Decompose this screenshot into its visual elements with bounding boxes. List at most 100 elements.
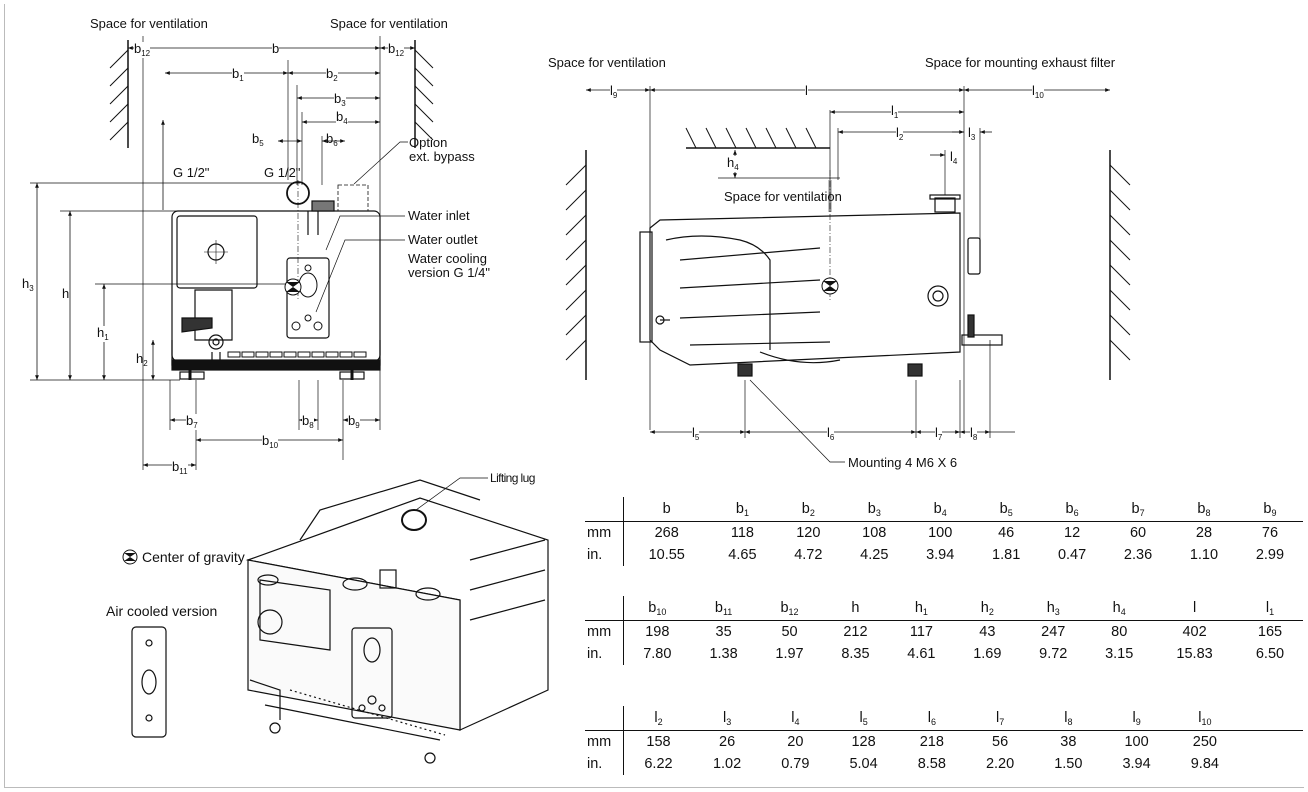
col-l: l — [1152, 596, 1237, 621]
dim-b12-right: b12 — [388, 41, 405, 58]
dim-l3: l3 — [968, 125, 976, 142]
dim-l4: l4 — [950, 149, 958, 166]
cell: 4.61 — [907, 646, 936, 662]
cell: 100 — [928, 525, 953, 541]
cell: 1.69 — [973, 646, 1002, 662]
row-label-mm: mm — [587, 525, 612, 541]
row-label-mm: mm — [587, 624, 612, 640]
row-label-mm: mm — [587, 734, 612, 750]
drawing-frame — [4, 4, 1304, 788]
col-l3: l3 — [692, 706, 762, 731]
dim-b1: b1 — [232, 66, 244, 83]
col-b9: b9 — [1236, 497, 1303, 522]
dim-h2: h2 — [136, 351, 148, 368]
cell: 10.55 — [623, 544, 710, 566]
front-pump-body — [171, 180, 381, 380]
water-outlet-label: Water outlet — [408, 232, 478, 247]
cell: 1.97 — [775, 646, 804, 662]
front-grille — [227, 351, 367, 358]
cell: 158 — [622, 730, 693, 753]
front-space-right-label: Space for ventilation — [330, 16, 448, 31]
dim-b7: b7 — [186, 413, 198, 430]
water-inlet-label: Water inlet — [408, 208, 470, 223]
air-cooled-label: Air cooled version — [106, 603, 218, 619]
dim-b11: b11 — [172, 459, 188, 476]
cell: 128 — [851, 734, 876, 750]
cell: 20 — [787, 734, 804, 750]
dim-b8: b8 — [302, 413, 314, 430]
side-space-left-label: Space for ventilation — [548, 55, 666, 70]
dimension-table-2: b10 b11 b12 h h1 h2 h3 h4 l l1 mm 198 35… — [585, 596, 1303, 665]
cell: 402 — [1182, 624, 1207, 640]
dim-b2: b2 — [326, 66, 338, 83]
cell: 76 — [1261, 525, 1279, 541]
col-l10: l10 — [1170, 706, 1239, 731]
table-row: in. 7.80 1.38 1.97 8.35 4.61 1.69 9.72 3… — [585, 643, 1303, 665]
cell: 2.36 — [1123, 547, 1153, 563]
cell: 1.81 — [992, 547, 1021, 563]
center-of-gravity-label: Center of gravity — [142, 549, 245, 565]
col-l4: l4 — [761, 706, 830, 731]
table-row: in. 6.22 1.02 0.79 5.04 8.58 2.20 1.50 3… — [585, 753, 1303, 775]
cell: 5.04 — [849, 756, 878, 772]
cell: 1.10 — [1189, 547, 1219, 563]
dim-b6: b6 — [326, 131, 338, 148]
cell: 4.25 — [860, 547, 889, 563]
dim-l6: l6 — [827, 425, 835, 442]
col-l5: l5 — [829, 706, 898, 731]
cell: 35 — [715, 624, 732, 640]
isometric-pump — [245, 479, 549, 764]
dim-h3: h3 — [22, 276, 34, 293]
cell: 100 — [1124, 734, 1149, 750]
col-l9: l9 — [1102, 706, 1171, 731]
col-l7: l7 — [965, 706, 1035, 731]
cell: 268 — [623, 521, 710, 544]
dim-l7: l7 — [935, 425, 943, 442]
center-of-gravity-legend-icon — [122, 549, 138, 565]
col-b2: b2 — [775, 497, 842, 522]
cell: 0.47 — [1057, 547, 1087, 563]
cell: 12 — [1064, 525, 1081, 541]
cell: 3.94 — [1122, 756, 1151, 772]
cell: 28 — [1195, 525, 1213, 541]
front-space-left-label: Space for ventilation — [90, 16, 208, 31]
cell: 3.15 — [1105, 646, 1134, 662]
table-row: in. 10.55 4.65 4.72 4.25 3.94 1.81 0.47 … — [585, 544, 1303, 566]
cell: 108 — [862, 525, 887, 541]
row-label-in: in. — [587, 547, 603, 563]
cell: 26 — [719, 734, 736, 750]
air-cooled-plate — [131, 626, 167, 738]
col-h1: h1 — [888, 596, 955, 621]
dim-b12-left: b12 — [134, 41, 151, 58]
dim-l: l — [805, 83, 808, 98]
cell: 0.79 — [781, 756, 810, 772]
mounting-label: Mounting 4 M6 X 6 — [848, 455, 958, 470]
center-of-gravity-icon — [284, 278, 302, 296]
dim-b9: b9 — [348, 413, 360, 430]
cell: 7.80 — [622, 643, 691, 665]
cell: 50 — [781, 624, 798, 640]
center-of-gravity-icon — [821, 277, 839, 295]
cell: 8.58 — [917, 756, 946, 772]
col-h: h — [822, 596, 889, 621]
dim-h1: h1 — [97, 325, 109, 342]
table-row: mm 268 118 120 108 100 46 12 60 28 76 — [585, 521, 1303, 544]
option-bypass-label-1: Option — [409, 135, 448, 150]
cell: 8.35 — [841, 646, 870, 662]
col-h4: h4 — [1086, 596, 1153, 621]
cell: 165 — [1257, 624, 1283, 640]
cell: 4.72 — [794, 547, 823, 563]
col-l6: l6 — [897, 706, 966, 731]
cell: 3.94 — [926, 547, 955, 563]
cell: 118 — [730, 525, 754, 541]
row-label-in: in. — [587, 756, 603, 772]
option-bypass-label-2: ext. bypass — [409, 149, 475, 164]
dim-l10: l10 — [1032, 83, 1044, 100]
cell: 15.83 — [1176, 646, 1213, 662]
table-row: mm 158 26 20 128 218 56 38 100 250 — [585, 730, 1303, 753]
thread-right-label: G 1/2" — [264, 165, 301, 180]
col-b: b — [623, 497, 710, 522]
dim-b4: b4 — [336, 109, 348, 126]
col-b5: b5 — [973, 497, 1040, 522]
cell: 80 — [1111, 624, 1128, 640]
